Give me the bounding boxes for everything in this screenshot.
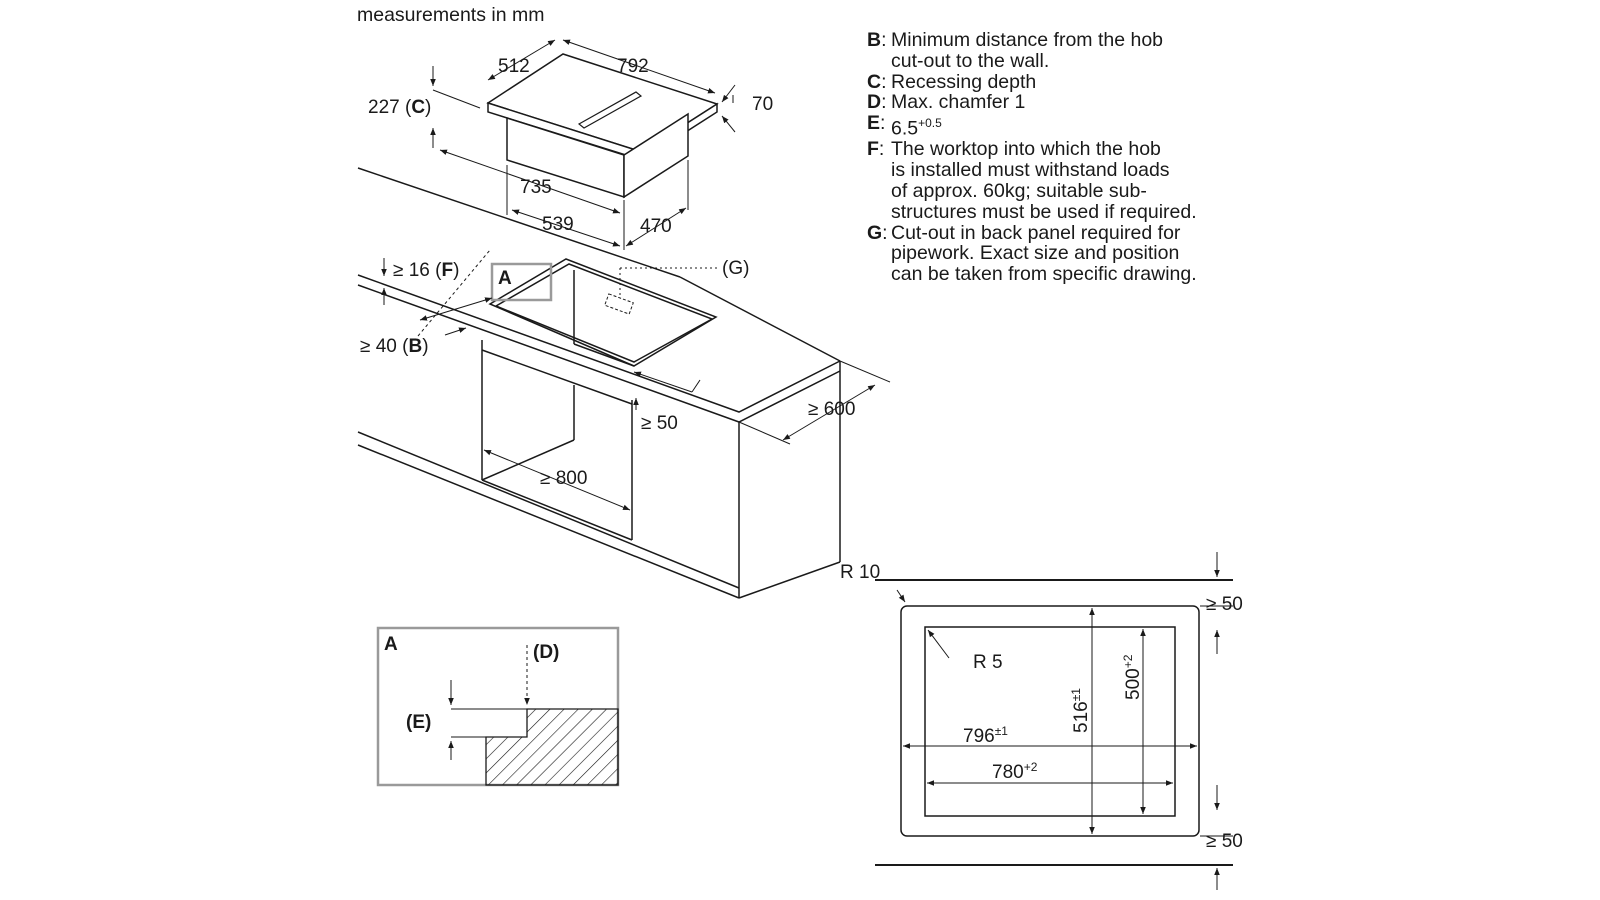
hob-body-length: 735 bbox=[520, 177, 552, 198]
legend-text: 6.5+0.5 bbox=[891, 113, 942, 139]
hob-body-width: 539 bbox=[542, 214, 574, 235]
outer-depth: 516±1 bbox=[1069, 688, 1092, 733]
legend-line: structures must be used if required. bbox=[891, 200, 1197, 223]
legend-line: Minimum distance from the hob bbox=[891, 29, 1164, 51]
legend-key: E: bbox=[867, 112, 886, 135]
bottom-clearance: ≥ 50 bbox=[1206, 831, 1243, 852]
legend-key: B: bbox=[867, 29, 887, 51]
legend-line: is installed must withstand loads bbox=[891, 159, 1170, 182]
top-clearance: ≥ 50 bbox=[1206, 594, 1243, 615]
worktop-illustration bbox=[357, 167, 841, 599]
detail-a-label: A bbox=[498, 268, 512, 289]
outer-radius: R 10 bbox=[840, 562, 880, 583]
cabinet-width: ≥ 800 bbox=[540, 468, 587, 489]
legend-key: G: bbox=[867, 221, 888, 244]
detail-a-chamfer-ref: (D) bbox=[533, 642, 559, 663]
hob-vent-slot bbox=[577, 91, 643, 129]
legend-line: pipework. Exact size and position bbox=[891, 242, 1180, 265]
legend-line: can be taken from specific drawing. bbox=[891, 263, 1197, 286]
hob-body-depth: 470 bbox=[640, 216, 672, 237]
hob-length-top: 792 bbox=[617, 56, 649, 77]
legend-text: Max. chamfer 1 bbox=[891, 92, 1025, 113]
detail-a-step-ref: (E) bbox=[406, 712, 431, 733]
legend-line: Max. chamfer 1 bbox=[891, 91, 1026, 114]
legend-line: The worktop into which the hob bbox=[891, 138, 1161, 161]
detail-a-title: A bbox=[384, 634, 398, 655]
inner-radius: R 5 bbox=[973, 652, 1003, 673]
worktop-dimension-lines bbox=[381, 249, 891, 511]
front-clearance: ≥ 50 bbox=[641, 413, 678, 434]
detail-a-marker bbox=[490, 262, 553, 302]
legend-item-d: D:Max. chamfer 1 bbox=[867, 92, 1287, 113]
legend-key: C: bbox=[867, 70, 887, 93]
wall-distance: ≥ 40 (B) bbox=[360, 336, 429, 357]
legend-line: of approx. 60kg; suitable sub- bbox=[891, 180, 1147, 203]
hob-depth: 227 (C) bbox=[368, 97, 431, 118]
detail-a-box bbox=[376, 626, 620, 787]
legend-item-c: C:Recessing depth bbox=[867, 70, 1287, 93]
units-note: measurements in mm bbox=[357, 4, 545, 26]
worktop-thickness: ≥ 16 (F) bbox=[393, 260, 459, 281]
back-panel-cutout bbox=[604, 267, 718, 315]
legend-line: Recessing depth bbox=[891, 70, 1037, 93]
legend-key: D: bbox=[867, 91, 887, 114]
legend-tolerance: +0.5 bbox=[918, 116, 942, 131]
hob-dimension-lines bbox=[430, 39, 736, 250]
hob-thickness: 70 bbox=[752, 94, 773, 115]
inner-depth: 500+2 bbox=[1121, 654, 1144, 700]
outer-width: 796±1 bbox=[963, 724, 1008, 747]
worktop-depth: ≥ 600 bbox=[808, 399, 855, 420]
back-panel-label: (G) bbox=[722, 258, 749, 279]
legend-text: Recessing depth bbox=[891, 70, 1037, 93]
legend-key: F: bbox=[867, 138, 885, 161]
legend-line: Cut-out in back panel required for bbox=[891, 221, 1181, 244]
inner-width: 780+2 bbox=[992, 760, 1038, 783]
legend-item-e: E:6.5+0.5 bbox=[867, 113, 1287, 139]
legend-line: 6.5+0.5 bbox=[891, 116, 942, 140]
cutout-plan bbox=[875, 552, 1233, 890]
hob-width-top: 512 bbox=[498, 56, 530, 77]
legend-line: cut-out to the wall. bbox=[891, 49, 1050, 72]
